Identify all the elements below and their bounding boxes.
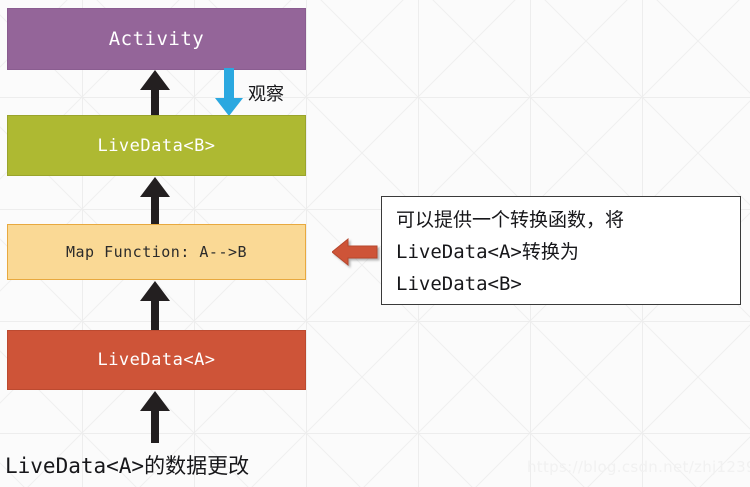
diagram-caption: LiveData<A>的数据更改 bbox=[5, 454, 250, 478]
callout-line-3: LiveData<B> bbox=[396, 273, 522, 295]
arrow-data-update-to-livedata-a-icon bbox=[140, 391, 170, 443]
diagram-node-map-function-label: Map Function: A-->B bbox=[65, 243, 248, 261]
diagram-node-livedata-b: LiveData<B> bbox=[7, 115, 306, 176]
watermark: https://blog.csdn.net/zhj12399 bbox=[527, 458, 750, 476]
diagram-node-activity: Activity bbox=[7, 8, 306, 70]
arrow-head bbox=[140, 281, 170, 301]
diagram-node-livedata-a-label: LiveData<A> bbox=[97, 350, 216, 370]
callout-pointer-arrow-icon bbox=[332, 237, 378, 267]
arrow-shaft bbox=[151, 87, 159, 116]
arrow-head bbox=[215, 98, 243, 116]
observe-arrow-icon bbox=[215, 68, 243, 116]
diagram-node-livedata-a: LiveData<A> bbox=[7, 330, 306, 390]
diagram-node-activity-label: Activity bbox=[108, 28, 205, 50]
arrow-livedata-b-to-activity-icon bbox=[140, 70, 170, 116]
arrow-head bbox=[140, 177, 170, 197]
arrow-head bbox=[140, 391, 170, 411]
arrow-head bbox=[140, 70, 170, 90]
arrow-shaft bbox=[151, 298, 159, 331]
arrow-shaft bbox=[151, 408, 159, 443]
diagram-node-map-function: Map Function: A-->B bbox=[7, 224, 306, 280]
arrow-livedata-a-to-map-function-icon bbox=[140, 281, 170, 331]
observe-edge-label: 观察 bbox=[248, 84, 284, 105]
arrow-map-function-to-livedata-b-icon bbox=[140, 177, 170, 225]
diagram-node-livedata-b-label: LiveData<B> bbox=[97, 135, 216, 156]
callout-line-1: 可以提供一个转换函数，将 bbox=[396, 209, 625, 231]
callout-box: 可以提供一个转换函数，将 LiveData<A>转换为 LiveData<B> bbox=[381, 196, 741, 305]
arrow-shaft bbox=[151, 194, 159, 225]
callout-line-2: LiveData<A>转换为 bbox=[396, 241, 579, 263]
arrow-shaft bbox=[224, 68, 234, 99]
